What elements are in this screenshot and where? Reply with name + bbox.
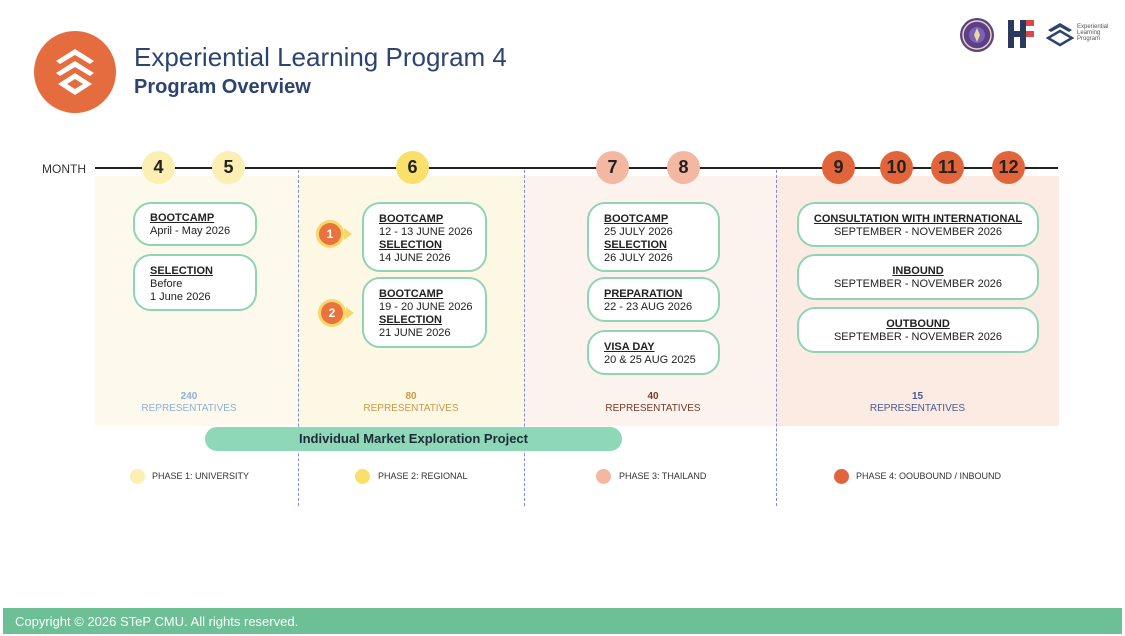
card-heading: OUTBOUND: [886, 318, 950, 330]
rep-label: REPRESENTATIVES: [869, 403, 966, 414]
rep-count: 15: [911, 391, 924, 402]
page-subtitle: Program Overview: [134, 76, 311, 98]
month-bubble: 7: [596, 151, 629, 184]
selection-card: SELECTION Before 1 June 2026: [133, 254, 257, 311]
round-marker: 1: [319, 223, 341, 245]
card-date: 22 - 23 AUG 2026: [604, 301, 693, 313]
page-title: Experiential Learning Program 4: [134, 42, 507, 72]
footer-bar: [3, 608, 1122, 634]
card-date: 12 - 13 JUNE 2026: [379, 226, 473, 238]
rep-count: 80: [405, 391, 417, 402]
phase-divider: [776, 170, 777, 506]
rep-label: REPRESENTATIVES: [141, 403, 237, 414]
bootcamp-card: BOOTCAMP April - May 2026: [133, 202, 257, 246]
card-heading: BOOTCAMP: [379, 288, 444, 300]
phase2-representatives: 80 REPRESENTATIVES: [298, 391, 524, 415]
inbound-card: INBOUND SEPTEMBER - NOVEMBER 2026: [797, 254, 1039, 300]
rep-label: REPRESENTATIVES: [605, 403, 701, 414]
legend-dot-phase3: [596, 469, 611, 484]
card-date: 19 - 20 JUNE 2026: [379, 301, 473, 313]
month-bubble: 12: [992, 151, 1025, 184]
card-heading: BOOTCAMP: [379, 213, 444, 225]
marker-pointer: [346, 307, 354, 319]
phase3-representatives: 40 REPRESENTATIVES: [530, 391, 776, 415]
legend-label: PHASE 1: UNIVERSITY: [152, 471, 250, 481]
bootcamp-round1-card: BOOTCAMP 12 - 13 JUNE 2026 SELECTION 14 …: [362, 202, 487, 272]
card-line: Before: [150, 278, 183, 290]
project-bar: Individual Market Exploration Project: [205, 427, 622, 451]
partner-logo: [1006, 18, 1036, 55]
card-date: 20 & 25 AUG 2025: [604, 354, 696, 366]
program-logo: [34, 31, 116, 113]
card-heading: SELECTION: [379, 239, 442, 251]
card-heading: CONSULTATION WITH INTERNATIONAL: [813, 213, 1023, 225]
phase1-representatives: 240 REPRESENTATIVES: [95, 391, 283, 415]
card-date: 1 June 2026: [150, 291, 211, 303]
phase-divider: [298, 170, 299, 506]
card-heading: SELECTION: [150, 265, 213, 277]
university-seal-logo: [960, 18, 994, 52]
copyright-text: Copyright © 2026 STeP CMU. All rights re…: [15, 614, 299, 629]
rep-count: 240: [180, 391, 198, 402]
month-bubble: 8: [667, 151, 700, 184]
card-heading: BOOTCAMP: [150, 212, 215, 224]
month-bubble: 6: [396, 151, 429, 184]
phase-divider: [524, 170, 525, 506]
consultation-card: CONSULTATION WITH INTERNATIONAL SEPTEMBE…: [797, 202, 1039, 247]
marker-pointer: [344, 228, 352, 240]
bootcamp-round2-card: BOOTCAMP 19 - 20 JUNE 2026 SELECTION 21 …: [362, 277, 487, 348]
card-date: 25 JULY 2026: [604, 226, 673, 238]
card-date: SEPTEMBER - NOVEMBER 2026: [833, 278, 1003, 290]
card-heading: INBOUND: [892, 265, 944, 277]
layered-diamond-icon: [56, 49, 94, 95]
preparation-card: PREPARATION 22 - 23 AUG 2026: [587, 277, 720, 322]
month-axis-label: MONTH: [42, 162, 86, 176]
experiential-learning-logo: [1045, 20, 1075, 53]
card-date: 14 JUNE 2026: [379, 252, 451, 264]
month-bubble: 4: [142, 151, 175, 184]
month-bubble: 10: [880, 151, 913, 184]
timeline-line: [95, 167, 1058, 169]
legend-dot-phase1: [130, 469, 145, 484]
month-bubble: 11: [931, 151, 964, 184]
bootcamp-card: BOOTCAMP 25 JULY 2026 SELECTION 26 JULY …: [587, 202, 720, 272]
phase4-representatives: 15 REPRESENTATIVES: [776, 391, 1059, 415]
month-bubble: 5: [212, 151, 245, 184]
card-heading: VISA DAY: [604, 341, 655, 353]
legend-label: PHASE 4: OOUBOUND / INBOUND: [856, 471, 1002, 481]
round-marker: 2: [321, 302, 343, 324]
outbound-card: OUTBOUND SEPTEMBER - NOVEMBER 2026: [797, 307, 1039, 353]
partner-logo-text: Experiential Learning Program: [1077, 24, 1109, 42]
rep-label: REPRESENTATIVES: [363, 403, 459, 414]
card-date: SEPTEMBER - NOVEMBER 2026: [833, 226, 1003, 238]
card-heading: SELECTION: [604, 239, 667, 251]
rep-count: 40: [647, 391, 659, 402]
visa-day-card: VISA DAY 20 & 25 AUG 2025: [587, 330, 720, 375]
card-date: 26 JULY 2026: [604, 252, 673, 264]
card-date: April - May 2026: [150, 225, 231, 237]
card-date: SEPTEMBER - NOVEMBER 2026: [833, 331, 1003, 343]
legend-dot-phase4: [834, 469, 849, 484]
card-heading: BOOTCAMP: [604, 213, 669, 225]
legend-label: PHASE 3: THAILAND: [619, 471, 707, 481]
legend-label: PHASE 2: REGIONAL: [378, 471, 468, 481]
card-heading: PREPARATION: [604, 288, 683, 300]
card-heading: SELECTION: [379, 314, 442, 326]
legend-dot-phase2: [355, 469, 370, 484]
month-bubble: 9: [822, 151, 855, 184]
card-date: 21 JUNE 2026: [379, 327, 451, 339]
